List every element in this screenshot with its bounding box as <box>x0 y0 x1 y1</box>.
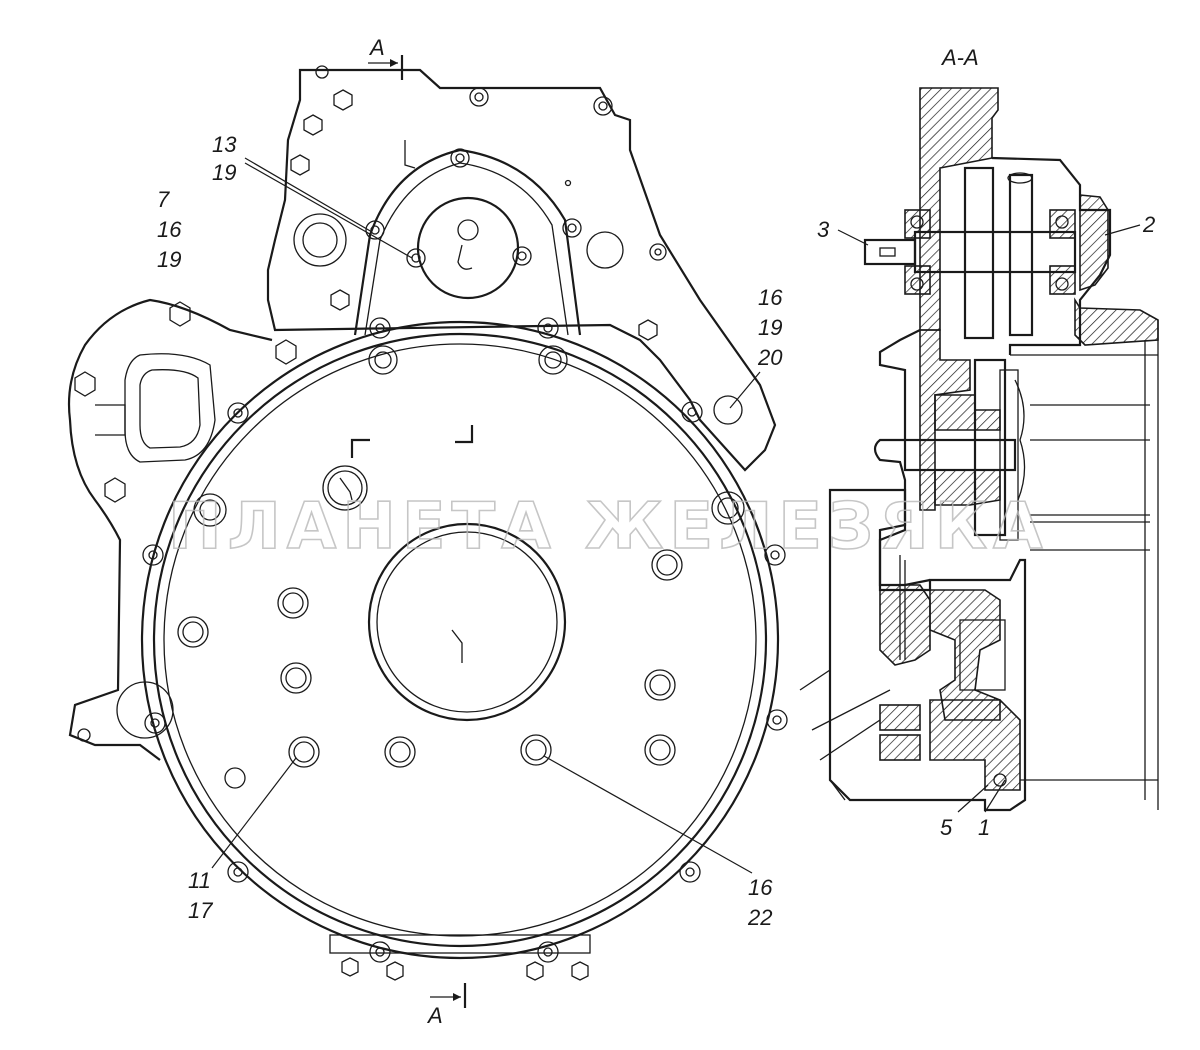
callout-16-19-20: 16 19 20 <box>729 285 783 409</box>
callout-11: 11 <box>188 868 211 893</box>
drive-shaft <box>863 209 1077 295</box>
callout-2-text: 2 <box>1142 212 1155 237</box>
section-view-title: A-A <box>940 45 979 70</box>
watermark: ПЛАНЕТА ЖЕЛЕЗЯКА <box>168 490 1049 564</box>
inner-bolt-holes <box>177 549 683 768</box>
mid-flange <box>919 329 971 511</box>
callout-16c: 16 <box>748 875 773 900</box>
callout-3: 3 <box>817 217 869 246</box>
callout-20: 20 <box>757 345 783 370</box>
bearing-cap <box>1079 194 1109 292</box>
pump-rotor <box>1008 173 1034 337</box>
bearing-flange <box>1074 297 1159 346</box>
section-label-bottom: A <box>426 1003 443 1028</box>
flange-bolts <box>142 317 788 963</box>
upper-housing-outline <box>266 68 777 472</box>
pump-housing <box>293 140 624 336</box>
section-marker-top: A <box>368 35 404 80</box>
section-marker-bottom: A <box>426 983 467 1028</box>
callout-19c: 19 <box>758 315 782 340</box>
mid-housing <box>873 329 931 587</box>
callout-3-text: 3 <box>817 217 830 242</box>
callout-16b: 16 <box>758 285 783 310</box>
front-view: A A 13 19 7 16 19 16 19 20 11 17 <box>67 35 788 1028</box>
section-view: A-A <box>799 45 1159 840</box>
drive-gear <box>963 166 995 340</box>
callout-2: 2 <box>1104 212 1155 237</box>
callout-19a: 19 <box>212 160 236 185</box>
gear-housing <box>991 156 1112 355</box>
callout-5-1: 5 1 <box>940 779 1006 840</box>
top-flange <box>919 87 999 331</box>
callout-22: 22 <box>747 905 772 930</box>
callout-1-text: 1 <box>978 815 990 840</box>
callout-11-17: 11 17 <box>188 757 297 923</box>
flywheel-lower-ring <box>929 699 1021 791</box>
section-label-top: A <box>368 35 385 60</box>
bosses <box>193 345 745 527</box>
housing-bolts <box>290 65 667 341</box>
callout-17: 17 <box>188 898 213 923</box>
callout-7: 7 <box>157 187 170 212</box>
bottom-studs <box>329 934 591 981</box>
flywheel-housing <box>140 317 788 981</box>
callout-7-16-19: 7 16 19 <box>157 187 182 272</box>
callout-16-22: 16 22 <box>543 755 773 930</box>
callout-19b: 19 <box>157 247 181 272</box>
callout-13: 13 <box>212 132 237 157</box>
callout-5-text: 5 <box>940 815 953 840</box>
lower-housing <box>828 488 1027 812</box>
pulley-hub-upper <box>934 394 1001 431</box>
callout-16a: 16 <box>157 217 182 242</box>
callout-13-19: 13 19 <box>212 132 413 259</box>
